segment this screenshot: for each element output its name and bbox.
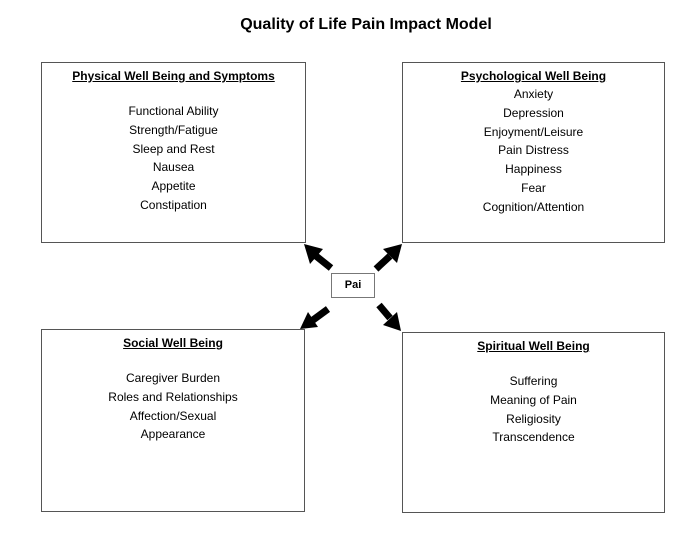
- physical-well-being-box: Physical Well Being and Symptoms Functio…: [41, 62, 306, 243]
- list-item: Roles and Relationships: [108, 389, 238, 404]
- list-item: Enjoyment/Leisure: [483, 124, 584, 139]
- arrow-to-psychological: [373, 244, 402, 272]
- social-well-being-heading: Social Well Being: [123, 336, 223, 350]
- arrow-to-spiritual: [376, 302, 401, 331]
- arrow-to-social: [300, 306, 331, 329]
- social-well-being-list: Caregiver Burden Roles and Relationships…: [42, 369, 304, 444]
- list-item: Cognition/Attention: [482, 199, 585, 214]
- list-item: Affection/Sexual: [129, 408, 217, 423]
- list-item: Meaning of Pain: [490, 392, 577, 407]
- psychological-well-being-list: Anxiety Depression Enjoyment/Leisure Pai…: [403, 85, 664, 217]
- spiritual-well-being-heading: Spiritual Well Being: [477, 339, 590, 353]
- diagram-title: Quality of Life Pain Impact Model: [240, 16, 492, 33]
- pain-center-box: Pai: [331, 273, 375, 298]
- list-item: Transcendence: [492, 430, 575, 445]
- spiritual-well-being-list: Suffering Meaning of Pain Religiosity Tr…: [403, 372, 664, 447]
- list-item: Anxiety: [513, 87, 554, 101]
- list-item: Fear: [521, 180, 546, 195]
- arrow-to-physical: [304, 244, 334, 271]
- psychological-well-being-box: Psychological Well Being Anxiety Depress…: [402, 62, 665, 243]
- list-item: Functional Ability: [128, 104, 219, 118]
- list-item: Sleep and Rest: [132, 141, 215, 156]
- psychological-well-being-heading: Psychological Well Being: [460, 69, 607, 83]
- list-item: Appearance: [140, 427, 206, 442]
- physical-well-being-heading: Physical Well Being and Symptoms: [72, 69, 275, 83]
- list-item: Strength/Fatigue: [129, 122, 218, 137]
- physical-well-being-list: Functional Ability Strength/Fatigue Slee…: [42, 102, 305, 215]
- list-item: Appetite: [151, 179, 196, 194]
- list-item: Constipation: [140, 197, 207, 212]
- list-item: Suffering: [509, 374, 558, 388]
- list-item: Pain Distress: [498, 143, 569, 158]
- list-item: Religiosity: [506, 411, 561, 426]
- list-item: Depression: [503, 105, 564, 120]
- spiritual-well-being-box: Spiritual Well Being Suffering Meaning o…: [402, 332, 665, 513]
- list-item: Caregiver Burden: [125, 371, 221, 385]
- list-item: Nausea: [152, 160, 195, 175]
- list-item: Happiness: [505, 162, 562, 177]
- social-well-being-box: Social Well Being Caregiver Burden Roles…: [41, 329, 305, 512]
